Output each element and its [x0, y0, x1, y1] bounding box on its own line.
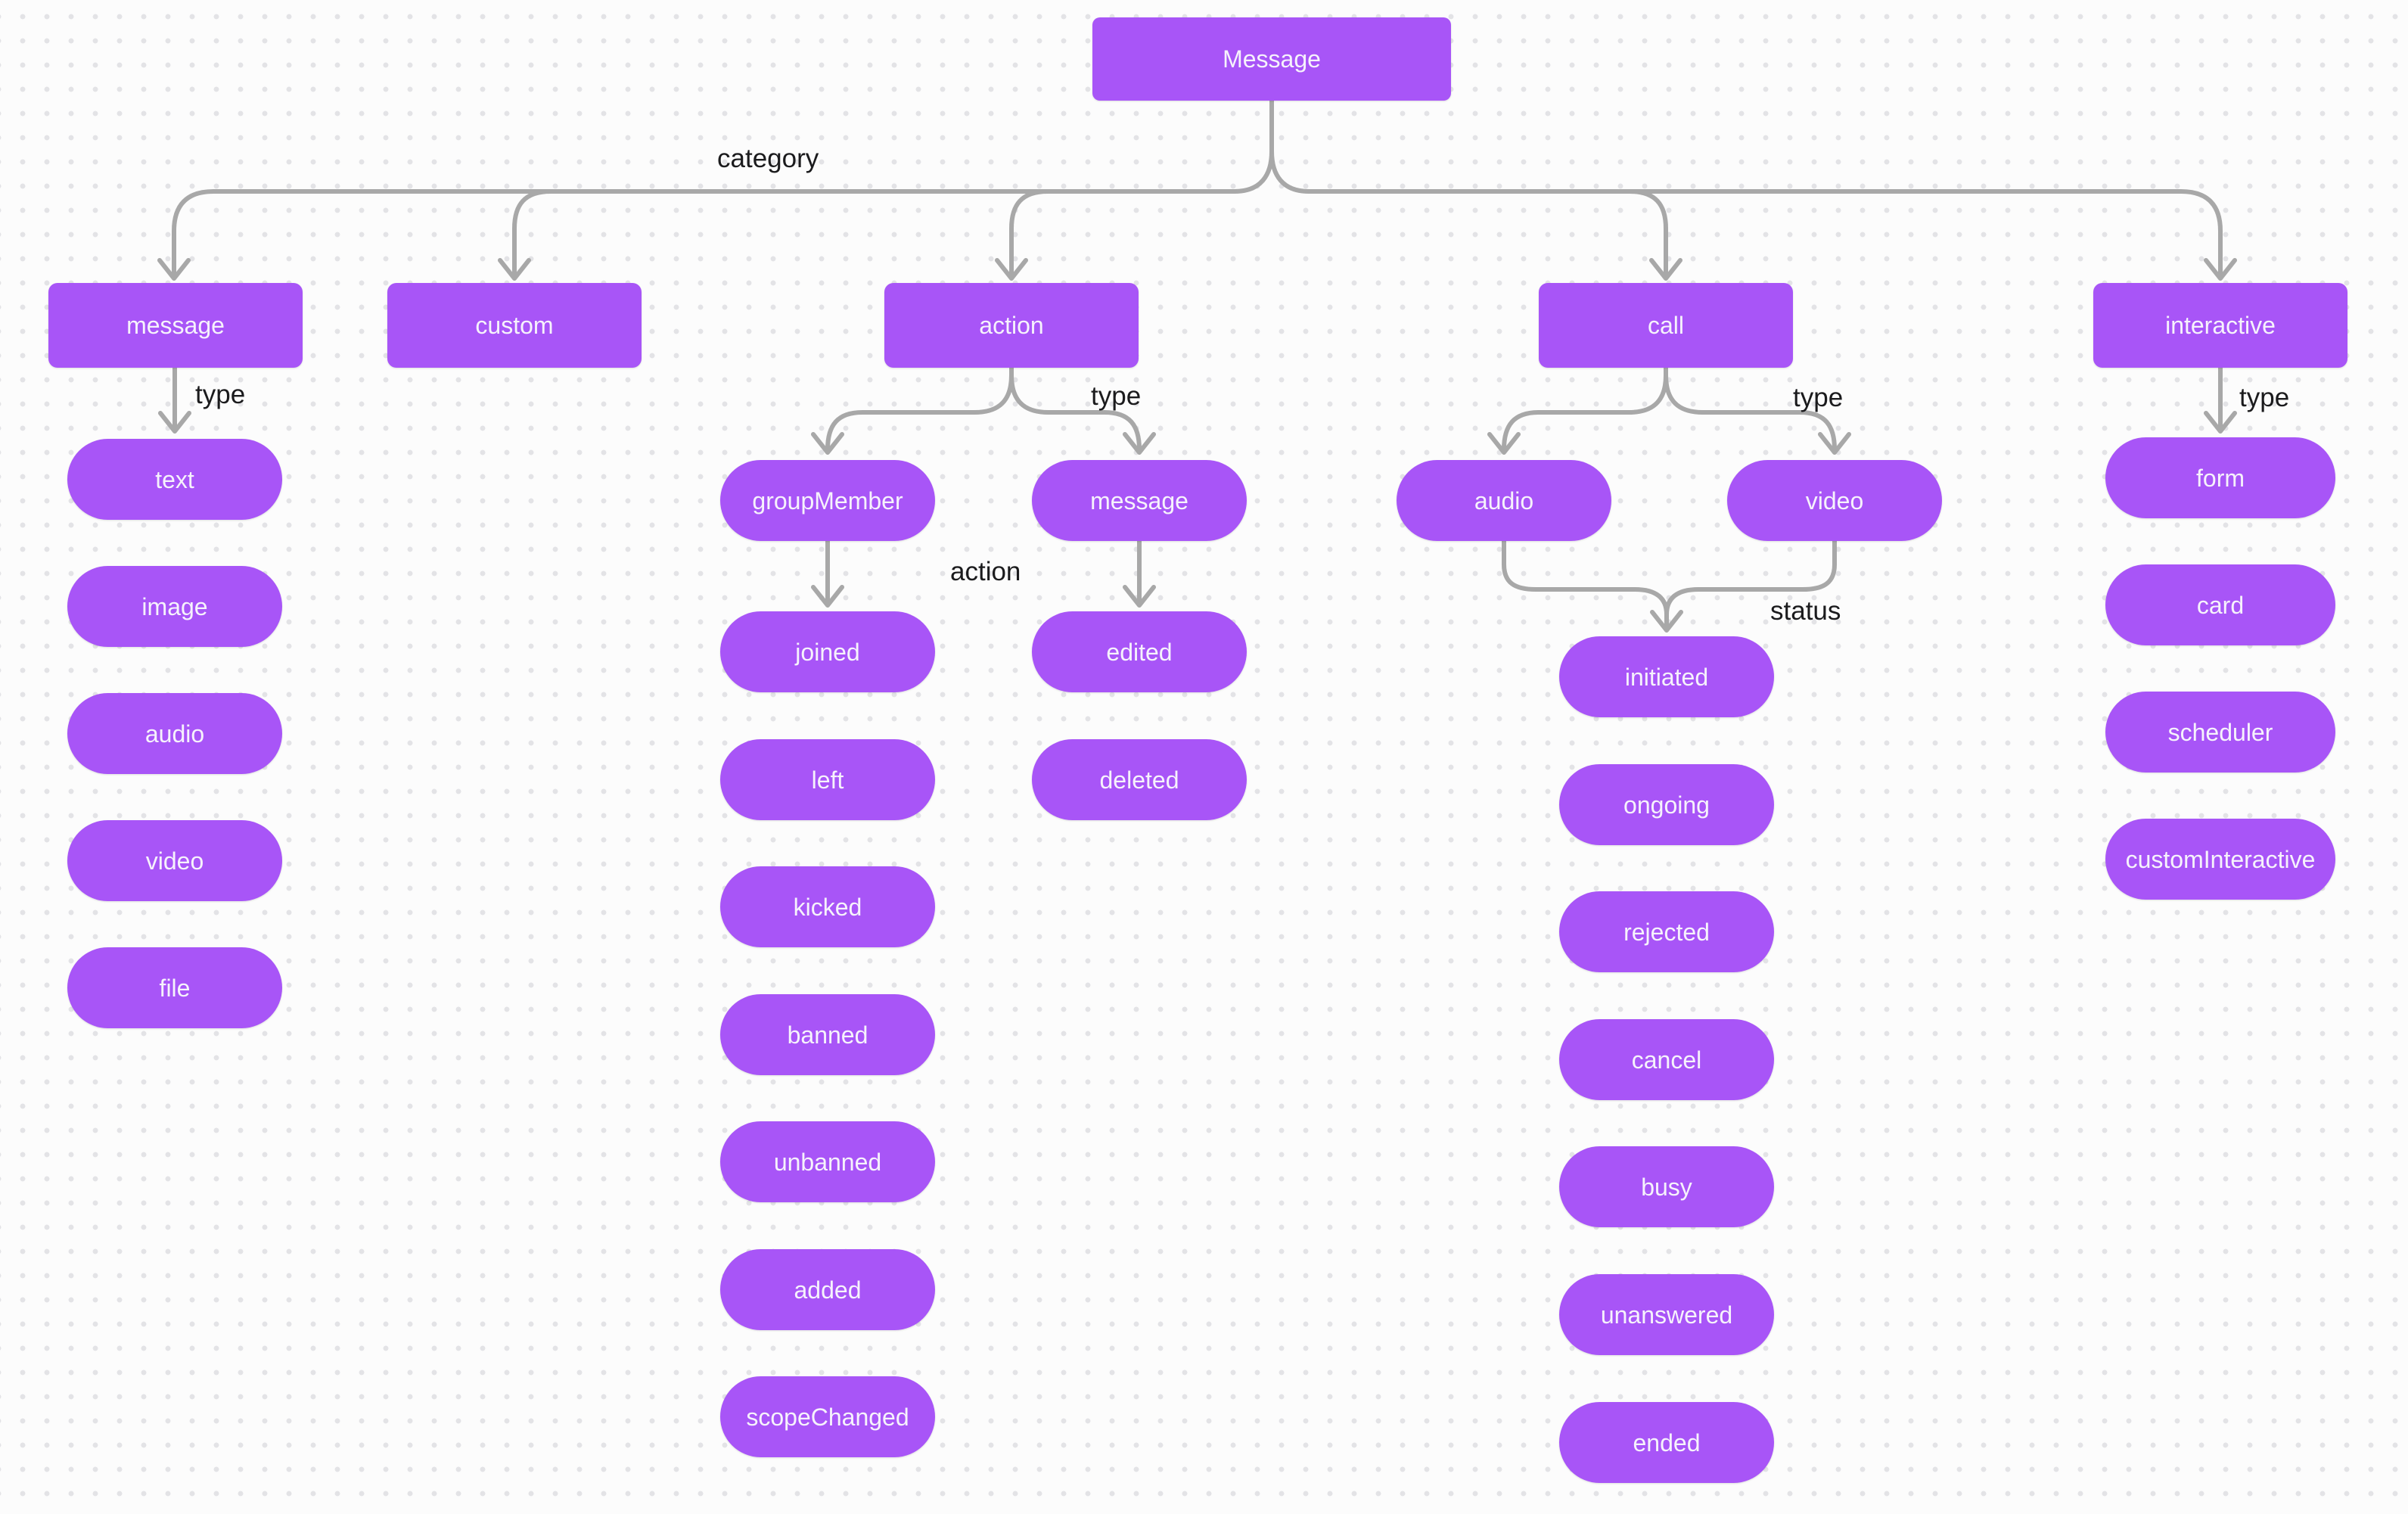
arrowhead-groupmember [811, 432, 844, 455]
arrowhead-call [1649, 258, 1682, 281]
node-status-rejected: rejected [1559, 891, 1774, 972]
edge-bus-to-action [1009, 189, 1050, 279]
edge-label-category: category [717, 144, 819, 173]
arrowhead-message [157, 258, 191, 281]
node-type-custom-interactive: customInteractive [2105, 819, 2335, 900]
node-status-unanswered: unanswered [1559, 1274, 1774, 1355]
node-action-left: left [720, 739, 935, 820]
arrowhead-action-message [1123, 432, 1156, 455]
edge-bus-to-custom [512, 189, 553, 279]
edge-root-to-message [172, 98, 1274, 279]
node-type-card: card [2105, 564, 2335, 645]
arrowhead-text [158, 411, 191, 434]
node-type-group-member: groupMember [720, 460, 935, 541]
node-action-edited: edited [1032, 611, 1247, 692]
arrowhead-edited [1123, 585, 1156, 608]
edge-label-group-member-action: action [950, 557, 1021, 586]
arrowhead-custom [498, 258, 531, 281]
node-status-busy: busy [1559, 1146, 1774, 1227]
arrowhead-joined [811, 585, 844, 608]
node-category-call: call [1539, 283, 1793, 368]
arrowhead-call-audio [1487, 432, 1521, 455]
node-action-joined: joined [720, 611, 935, 692]
node-category-custom: custom [387, 283, 642, 368]
node-type-audio: audio [67, 693, 282, 774]
node-status-ongoing: ongoing [1559, 764, 1774, 845]
edge-label-call-status: status [1770, 596, 1841, 626]
node-type-action-message: message [1032, 460, 1247, 541]
node-action-banned: banned [720, 994, 935, 1075]
edge-call-to-audio [1502, 365, 1668, 452]
arrowhead-action [995, 258, 1028, 281]
node-root-message: Message [1092, 17, 1451, 101]
edge-label-action-type: type [1091, 381, 1142, 411]
node-status-cancel: cancel [1559, 1019, 1774, 1100]
node-type-image: image [67, 566, 282, 647]
node-category-action: action [884, 283, 1139, 368]
arrowhead-form [2204, 411, 2237, 434]
edge-audio-to-initiated [1502, 539, 1669, 630]
node-category-interactive: interactive [2093, 283, 2347, 368]
node-type-video: video [67, 820, 282, 901]
node-status-initiated: initiated [1559, 636, 1774, 717]
node-action-unbanned: unbanned [720, 1121, 935, 1202]
edge-bus-to-call [1627, 189, 1668, 279]
node-type-call-audio: audio [1397, 460, 1611, 541]
node-type-form: form [2105, 437, 2335, 518]
node-type-file: file [67, 947, 282, 1028]
edge-action-to-groupmember [825, 365, 1014, 452]
node-status-ended: ended [1559, 1402, 1774, 1483]
node-type-call-video: video [1727, 460, 1942, 541]
node-action-added: added [720, 1249, 935, 1330]
node-type-scheduler: scheduler [2105, 692, 2335, 773]
arrowhead-call-video [1818, 432, 1851, 455]
edge-root-to-interactive [1269, 98, 2223, 279]
edge-label-interactive-type: type [2239, 383, 2290, 412]
node-category-message: message [48, 283, 303, 368]
arrowhead-interactive [2204, 258, 2237, 281]
node-action-deleted: deleted [1032, 739, 1247, 820]
arrowhead-initiated [1650, 610, 1683, 633]
node-type-text: text [67, 439, 282, 520]
node-action-kicked: kicked [720, 866, 935, 947]
edge-label-call-type: type [1793, 383, 1844, 412]
edge-label-message-type: type [195, 380, 246, 409]
node-action-scope-changed: scopeChanged [720, 1376, 935, 1457]
